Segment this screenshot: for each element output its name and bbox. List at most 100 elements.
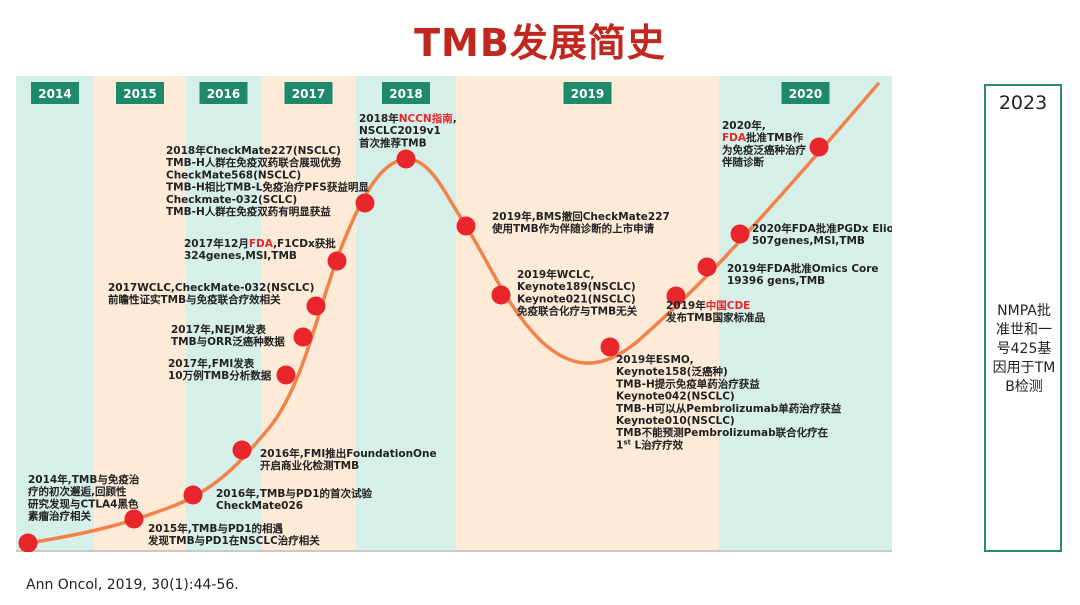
page-title: TMB发展简史 (414, 21, 666, 65)
annotation-text: 素瘤治疗相关 (27, 510, 91, 523)
annotation-text: TMB-H相比TMB-L免疫治疗PFS获益明显 (166, 181, 369, 194)
year-bands (16, 76, 892, 552)
year-band-2016 (186, 76, 261, 552)
annotation-text: 2018年 (359, 112, 399, 125)
annotation-text: NSCLC2019v1 (359, 125, 441, 137)
annotation-text: 2017年,NEJM发表 (171, 323, 267, 336)
annotation-text: 2014年,TMB与免疫治 (28, 473, 140, 486)
annotation-text: 首次推荐TMB (359, 136, 427, 149)
event-dots (18, 137, 829, 552)
annotation-text: Keynote021(NSCLC) (517, 293, 636, 305)
event-dot (697, 257, 717, 277)
annotation-text: 507genes,MSI,TMB (752, 235, 865, 247)
annotation-text: 2018年CheckMate227(NSCLC) (166, 144, 341, 157)
year-label: 2019 (571, 87, 604, 101)
event-dot (306, 296, 326, 316)
year-label: 2020 (789, 87, 822, 101)
annotation-text: 2016年,TMB与PD1的首次试验 (216, 487, 373, 500)
annotation-text: 为免疫泛癌种治疗 (722, 143, 806, 156)
year-band-2014 (16, 76, 94, 552)
annotation-text: 2019年FDA批准Omics Core (727, 262, 879, 275)
year-band-2019 (456, 76, 719, 552)
year-tab-2016 (199, 82, 248, 104)
annotation-text: CheckMate026 (216, 500, 303, 512)
tmb-history-curve (26, 82, 880, 545)
event-dot (600, 337, 620, 357)
annotation-text: 2020年, (722, 119, 766, 132)
annotation-text: 2019年,BMS撤回CheckMate227 (492, 210, 670, 223)
panel-year: 2023 (998, 92, 1048, 114)
event-dot (293, 327, 313, 347)
event-dot (232, 440, 252, 460)
year-label: 2016 (207, 87, 240, 101)
annotation-a2020fda: 2020年,FDA批准TMB作为免疫泛癌种治疗伴随诊断 (721, 119, 806, 169)
annotation-text: Keynote189(NSCLC) (517, 281, 636, 293)
annotation-text: ,F1CDx获批 (273, 237, 336, 250)
annotation-text: TMB-H可以从Pembrolizumab单药治疗获益 (616, 402, 842, 415)
annotation-text: st (623, 438, 631, 446)
year-label: 2018 (389, 87, 422, 101)
panel-description: NMPA批准世和一号425基因用于TMB检测 (992, 303, 1056, 395)
annotation-text: 发布TMB国家标准品 (665, 311, 765, 324)
annotation-text: TMB与ORR泛癌种数据 (171, 335, 285, 348)
annotation-a2015: 2015年,TMB与PD1的相遇发现TMB与PD1在NSCLC治疗相关 (147, 522, 320, 547)
event-annotations: 2014年,TMB与免疫治疗的初次邂逅,回顾性研究发现与CTLA4黑色素瘤治疗相… (27, 112, 892, 547)
year-tab-2014 (31, 82, 79, 104)
annotation-a2014: 2014年,TMB与免疫治疗的初次邂逅,回顾性研究发现与CTLA4黑色素瘤治疗相… (27, 473, 140, 523)
annotation-text: 开启商业化检测TMB (260, 459, 359, 472)
annotation-text: 使用TMB作为伴随诊断的上市申请 (491, 222, 655, 235)
annotation-text: Keynote010(NSCLC) (616, 415, 735, 427)
annotation-text: 1 (616, 439, 623, 451)
annotation-text: 2017年,FMI发表 (168, 357, 255, 370)
event-dot (327, 251, 347, 271)
annotation-text: TMB-H提示免疫单药治疗获益 (616, 377, 760, 390)
annotation-text: NCCN指南 (399, 112, 453, 125)
event-dot (276, 365, 296, 385)
annotation-text: Keynote158(泛癌种) (616, 365, 728, 378)
year-band-2015 (94, 76, 186, 552)
annotation-text: 2019年 (666, 299, 706, 312)
annotation-text: 中国CDE (706, 299, 751, 312)
annotation-text: 疗的初次邂逅,回顾性 (28, 485, 127, 498)
year-label: 2017 (292, 87, 325, 101)
annotation-text: 2017年12月 (184, 237, 249, 250)
annotation-text: 19396 gens,TMB (727, 275, 825, 287)
annotation-text: TMB-H人群在免疫双药联合展现优势 (166, 156, 342, 169)
annotation-text: Checkmate-032(SCLC) (166, 194, 297, 206)
event-dot (730, 224, 750, 244)
annotation-text: FDA (722, 132, 747, 144)
event-dot (666, 286, 686, 306)
annotation-text: 批准TMB作 (746, 131, 804, 144)
event-dot (491, 285, 511, 305)
annotation-text: , (453, 113, 457, 125)
annotation-text: 2020年FDA批准PGDx Elio (752, 222, 892, 235)
annotation-text: CheckMate568(NSCLC) (166, 169, 301, 181)
annotation-text: 2017WCLC,CheckMate-032(NSCLC) (108, 282, 314, 294)
annotation-text: 2016年,FMI推出FoundationOne (260, 447, 437, 460)
year-tab-2020 (781, 82, 830, 104)
event-dot (809, 137, 829, 157)
annotation-text: 10万例TMB分析数据 (168, 369, 272, 382)
year-tab-2019 (563, 82, 612, 104)
annotation-text: 研究发现与CTLA4黑色 (28, 497, 139, 510)
annotation-text: 发现TMB与PD1在NSCLC治疗相关 (147, 534, 320, 547)
year-band-2020 (719, 76, 892, 552)
event-dot (18, 533, 38, 552)
annotation-a2018cm: 2018年CheckMate227(NSCLC)TMB-H人群在免疫双药联合展现… (166, 144, 369, 218)
year-band-2017 (261, 76, 356, 552)
year-label: 2014 (38, 87, 71, 101)
event-dot (456, 216, 476, 236)
event-dot (183, 485, 203, 505)
event-dot (124, 509, 144, 529)
event-dot (396, 149, 416, 169)
